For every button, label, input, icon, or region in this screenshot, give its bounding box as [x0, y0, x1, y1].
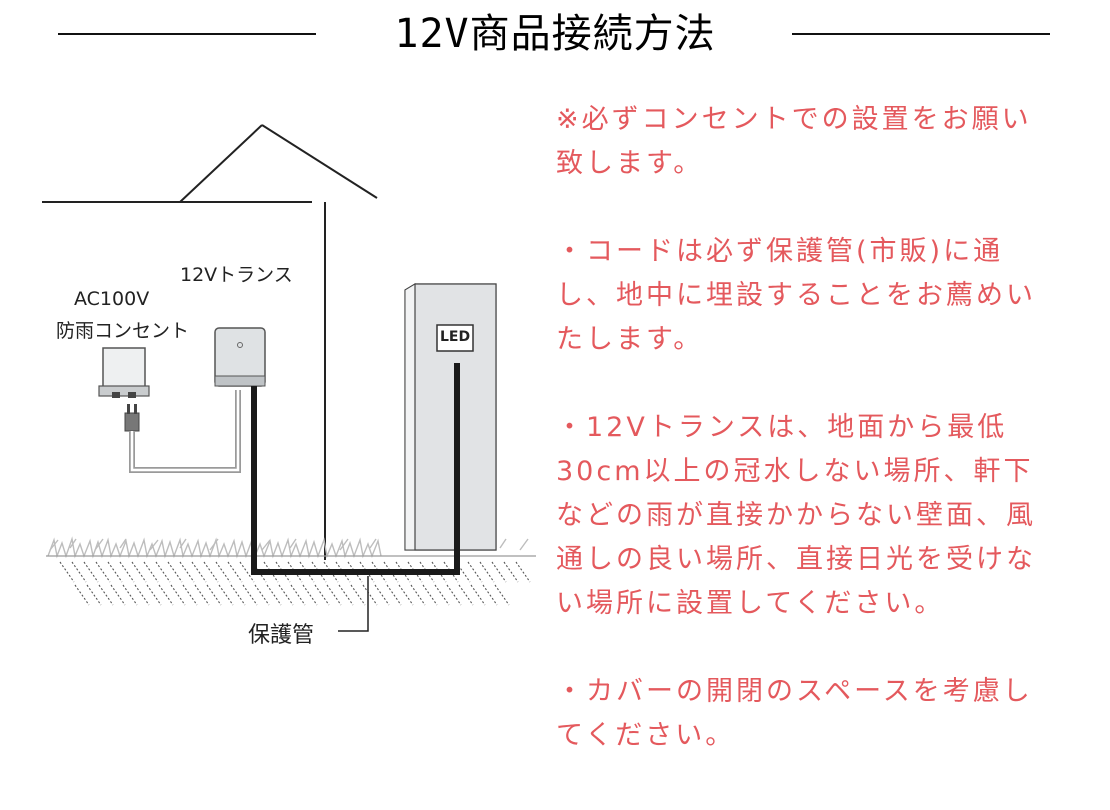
note-cover-space: ・カバーの開閉のスペースを考慮し てください。: [556, 670, 1086, 758]
note-line: ・カバーの開閉のスペースを考慮し: [556, 676, 1033, 707]
ac-cable: [129, 390, 241, 473]
led-badge: LED: [440, 329, 471, 345]
note-line: い場所に設置してください。: [556, 588, 945, 619]
note-line: し、地中に埋設することをお薦めい: [556, 280, 1036, 311]
note-line: などの雨が直接かからない壁面、風: [556, 500, 1036, 531]
diagram-illustration: [42, 124, 536, 632]
page-title: 12V商品接続方法: [394, 11, 716, 57]
note-conduit: ・コードは必ず保護管(市販)に通 し、地中に埋設することをお薦めい たします。: [556, 230, 1086, 362]
title-row: 12V商品接続方法: [0, 0, 1110, 80]
note-line: たします。: [556, 324, 704, 355]
title-rule-right: [792, 33, 1050, 35]
transformer-box: [214, 327, 266, 387]
outlet-label-line1: AC100V: [74, 288, 150, 310]
installation-notes: ※必ずコンセントでの設置をお願い 致します。 ・コードは必ず保護管(市販)に通 …: [556, 98, 1086, 802]
transformer-label: 12Vトランス: [180, 264, 293, 286]
outlet-label-line2: 防雨コンセント: [56, 320, 190, 342]
conduit-line: [251, 363, 460, 575]
title-rule-left: [58, 33, 316, 35]
note-outlet-required: ※必ずコンセントでの設置をお願い 致します。: [556, 98, 1086, 186]
note-line: 30cm以上の冠水しない場所、軒下: [556, 456, 1034, 487]
conduit-label: 保護管: [248, 623, 315, 648]
note-line: ・12Vトランスは、地面から最低: [556, 412, 1008, 443]
note-line: ※必ずコンセントでの設置をお願い: [556, 104, 1032, 135]
led-badge-box: [436, 324, 474, 352]
outlet-box: [98, 347, 150, 432]
note-transformer-placement: ・12Vトランスは、地面から最低 30cm以上の冠水しない場所、軒下 などの雨が…: [556, 406, 1086, 626]
note-line: 致します。: [556, 148, 704, 179]
note-line: 通しの良い場所、直接日光を受けな: [556, 544, 1036, 575]
led-pole: [404, 283, 497, 551]
house-outline: [42, 124, 378, 560]
note-line: ・コードは必ず保護管(市販)に通: [556, 236, 1004, 267]
note-line: てください。: [556, 720, 736, 751]
wiring-diagram: 12Vトランス AC100V 防雨コンセント 保護管 LED: [0, 80, 560, 700]
conduit-leader: [338, 576, 369, 632]
